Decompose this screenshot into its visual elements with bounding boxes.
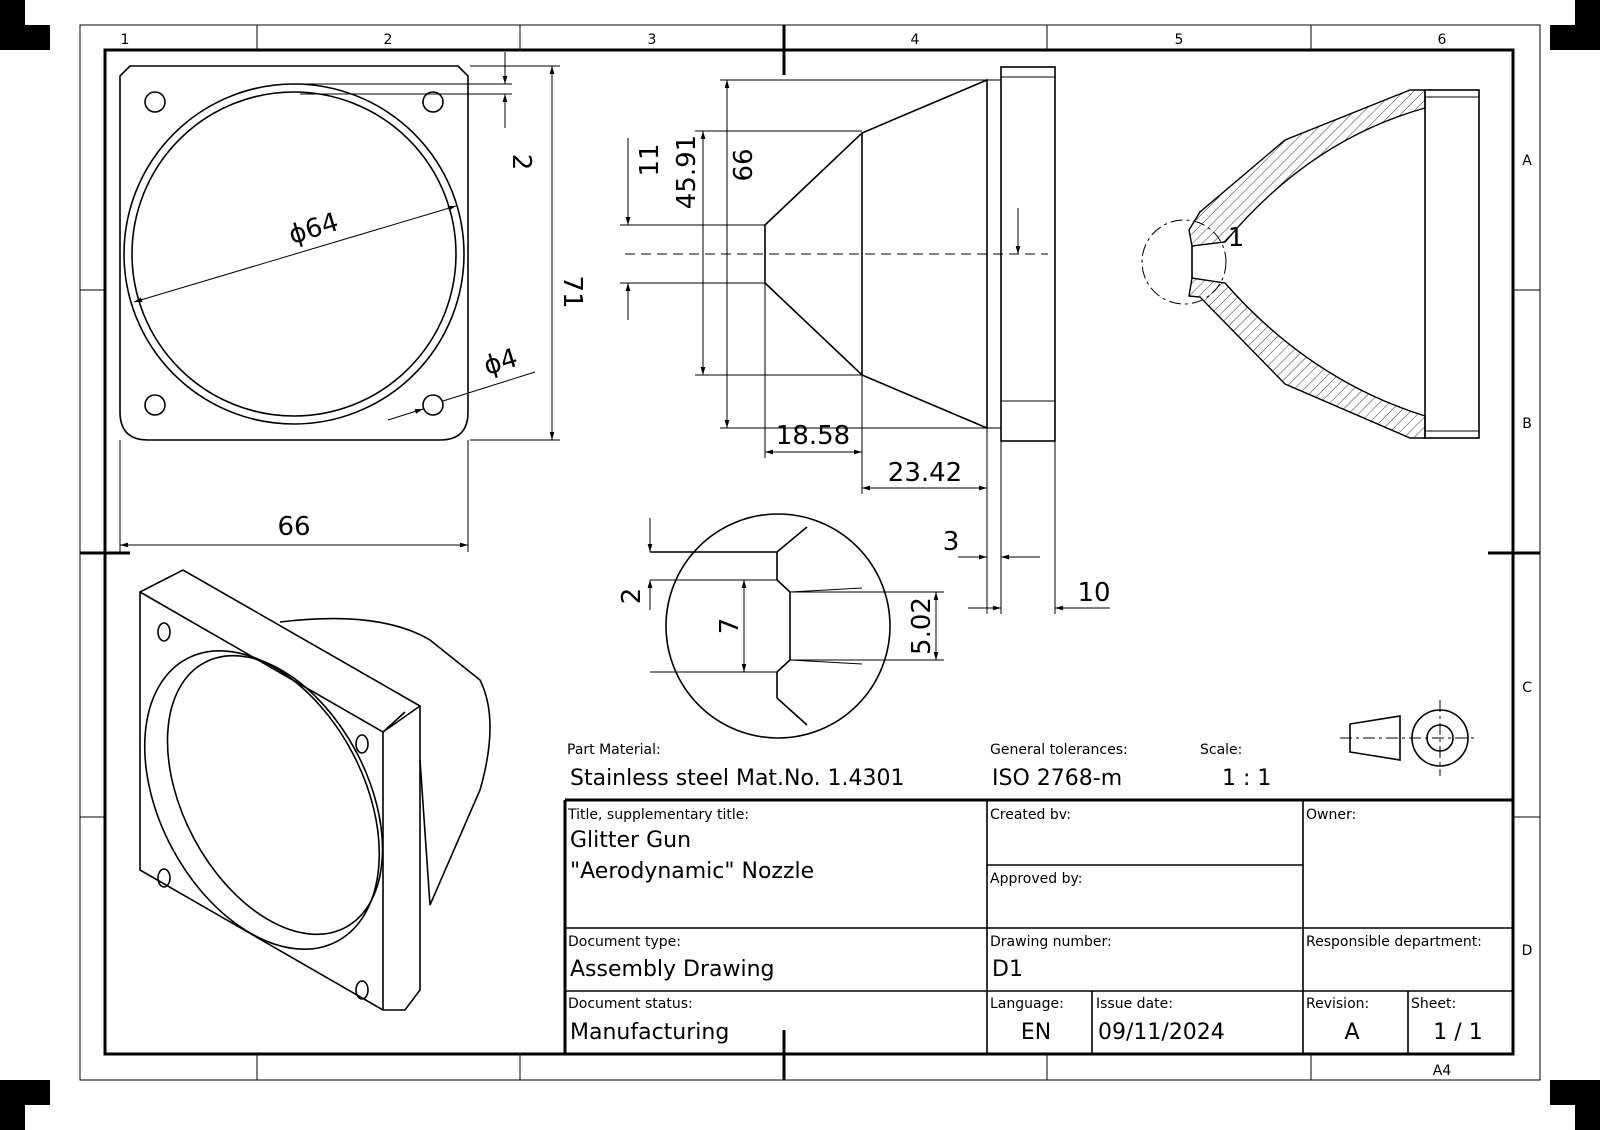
zone-3: 3	[648, 32, 657, 48]
dim-flange-thickness: 10	[1077, 578, 1110, 608]
revision-value: A	[1344, 1020, 1359, 1045]
material-label: Part Material:	[567, 742, 661, 758]
dim-cone2-length: 23.42	[888, 458, 962, 488]
tolerances-label: General tolerances:	[990, 742, 1128, 758]
created-by-label: Created bv:	[990, 807, 1071, 823]
revision-label: Revision:	[1306, 996, 1369, 1012]
zone-2: 2	[384, 32, 393, 48]
side-view: 66 45.91 11 18.58 23.42 3 10	[620, 66, 1111, 614]
dim-flange-offset: 2	[506, 154, 536, 171]
zone-6: 6	[1438, 32, 1447, 48]
drawing-number-label: Drawing number:	[990, 934, 1112, 950]
section-detail-label: 1	[1228, 223, 1245, 253]
dim-flange-width: 66	[277, 512, 310, 542]
isometric-view	[139, 569, 491, 1011]
detail-view: 2 7 5.02	[617, 513, 944, 739]
title-line-1: Glitter Gun	[570, 828, 691, 853]
section-view: 1	[1141, 89, 1480, 439]
scale-value: 1 : 1	[1222, 766, 1271, 791]
dim-outer-diameter: 66	[729, 148, 759, 181]
zone-A: A	[1522, 153, 1532, 169]
dim-mid-diameter: 45.91	[672, 135, 702, 209]
dim-bore-diameter: ϕ64	[285, 207, 342, 250]
title-label: Title, supplementary title:	[567, 807, 749, 823]
zone-1: 1	[121, 32, 130, 48]
document-type-value: Assembly Drawing	[570, 957, 775, 982]
dim-flange-height: 71	[557, 275, 587, 308]
scale-label: Scale:	[1200, 742, 1242, 758]
dim-detail-bore: 7	[715, 618, 745, 635]
owner-label: Owner:	[1306, 807, 1356, 823]
front-view: ϕ64 ϕ4 66 71 2	[119, 52, 587, 552]
material-value: Stainless steel Mat.No. 1.4301	[570, 766, 905, 791]
zone-C: C	[1522, 680, 1532, 696]
zone-B: B	[1522, 416, 1532, 432]
dim-detail-outlet: 5.02	[907, 597, 937, 655]
dim-inlet-diameter: 11	[635, 143, 665, 176]
responsible-department-label: Responsible department:	[1306, 934, 1482, 950]
issue-date-label: Issue date:	[1096, 996, 1173, 1012]
dim-detail-step: 2	[617, 588, 647, 605]
projection-symbol-icon	[1340, 700, 1478, 776]
zone-D: D	[1522, 943, 1533, 959]
dim-step-length: 3	[943, 527, 960, 557]
title-line-2: "Aerodynamic" Nozzle	[570, 859, 814, 884]
zone-5: 5	[1175, 32, 1184, 48]
document-status-label: Document status:	[568, 996, 693, 1012]
tolerances-value: ISO 2768-m	[992, 766, 1122, 791]
general-notes: Part Material: Stainless steel Mat.No. 1…	[567, 742, 1271, 791]
sheet-format: A4	[1433, 1063, 1452, 1079]
dim-hole-diameter: ϕ4	[480, 343, 521, 382]
zone-4: 4	[911, 32, 920, 48]
sheet-value: 1 / 1	[1433, 1020, 1482, 1045]
issue-date-value: 09/11/2024	[1098, 1020, 1225, 1045]
sheet-frame	[79, 24, 1541, 1081]
sheet-label: Sheet:	[1411, 996, 1456, 1012]
document-type-label: Document type:	[568, 934, 681, 950]
dim-cone1-length: 18.58	[776, 421, 850, 451]
drawing-number-value: D1	[992, 957, 1023, 982]
title-block: Title, supplementary title: Glitter Gun …	[563, 798, 1513, 1054]
language-value: EN	[1021, 1020, 1051, 1045]
zone-labels: 1 2 3 4 5 6 A B C D A4	[121, 32, 1533, 1079]
approved-by-label: Approved by:	[990, 871, 1082, 887]
language-label: Language:	[990, 996, 1064, 1012]
document-status-value: Manufacturing	[570, 1020, 729, 1045]
